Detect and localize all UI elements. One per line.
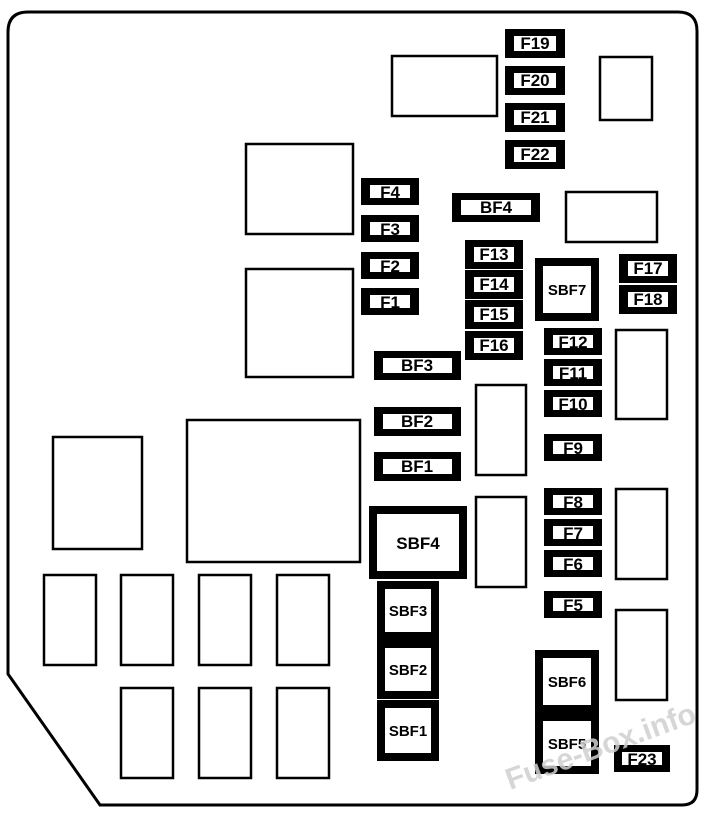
fuse-label: F14 [479, 275, 509, 294]
fuse-SBF1: SBF1 [377, 700, 439, 761]
fuse-SBF4: SBF4 [369, 506, 467, 579]
fuse-label: SBF7 [548, 282, 586, 299]
relay-slot [564, 190, 659, 244]
fuse-label: F6 [563, 555, 583, 574]
fuse-label: BF1 [401, 457, 433, 476]
fuse-label: F15 [479, 305, 508, 324]
fuse-F5: F5 [544, 591, 602, 618]
fuse-BF1: BF1 [374, 452, 461, 481]
fuse-F17: F17 [619, 254, 677, 283]
fuse-label: F18 [633, 290, 662, 309]
fuse-label: F20 [520, 71, 549, 90]
relay-slot [197, 686, 253, 780]
fuse-label: F13 [479, 245, 508, 264]
fuse-F21: F21 [505, 103, 565, 132]
fuse-label: SBF3 [389, 603, 427, 620]
fuse-label: F11 [559, 364, 587, 383]
fuse-label: SBF2 [389, 662, 427, 679]
fuse-label: F8 [563, 493, 583, 512]
fuse-label: F3 [380, 220, 400, 239]
fuse-F2: F2 [361, 252, 419, 279]
fuse-F19: F19 [505, 29, 565, 58]
fuse-label: F21 [520, 108, 549, 127]
relay-slot [474, 495, 528, 589]
fuse-label: F2 [380, 257, 400, 276]
fuse-label: SBF6 [548, 674, 586, 691]
fuse-label: F1 [380, 293, 400, 312]
fuse-label: F10 [558, 395, 587, 414]
fuse-F1: F1 [361, 288, 419, 315]
fuse-F11: F11 [544, 359, 602, 386]
fuse-label: F16 [479, 336, 508, 355]
fuse-label: F23 [627, 750, 656, 769]
fuse-label: SBF4 [396, 534, 440, 553]
relay-slot [244, 142, 355, 236]
fuse-F10: F10 [544, 390, 602, 417]
fuse-F13: F13 [465, 240, 523, 269]
fuse-F16: F16 [465, 331, 523, 360]
fuse-F7: F7 [544, 519, 602, 546]
fuse-BF4: BF4 [452, 193, 540, 222]
fuse-label: F12 [558, 333, 587, 352]
relay-slot [614, 328, 669, 421]
relay-slot [614, 608, 669, 702]
relay-slot [598, 55, 654, 122]
relay-slot [185, 418, 362, 564]
fuse-label: F5 [563, 596, 583, 615]
fuse-label: F22 [520, 145, 549, 164]
fuse-F15: F15 [465, 300, 523, 329]
fuse-label: BF3 [401, 356, 433, 375]
fuse-label: F7 [563, 524, 583, 543]
fuse-SBF6: SBF6 [535, 650, 599, 713]
relay-slot [197, 573, 253, 667]
relay-slot [42, 573, 98, 667]
relay-slot [275, 573, 331, 667]
relay-slots [42, 54, 669, 780]
fuse-BF2: BF2 [374, 407, 461, 436]
fuse-SBF2: SBF2 [377, 640, 439, 699]
fuse-F20: F20 [505, 66, 565, 95]
relay-slot [390, 54, 499, 118]
relay-slot [119, 686, 175, 780]
fuse-F18: F18 [619, 285, 677, 314]
relay-slot [244, 267, 355, 379]
fuse-SBF3: SBF3 [377, 581, 439, 640]
fuse-F23: F23 [614, 745, 670, 772]
relay-slot [474, 383, 528, 477]
fuse-SBF7: SBF7 [535, 258, 599, 321]
fuse-F8: F8 [544, 488, 602, 515]
fuse-label: BF2 [401, 412, 433, 431]
fuse-SBF5: SBF5 [535, 713, 599, 774]
fuse-F14: F14 [465, 270, 523, 299]
fuse-F3: F3 [361, 215, 419, 242]
fuse-F6: F6 [544, 550, 602, 577]
fuse-label: F19 [520, 34, 549, 53]
relay-slot [119, 573, 175, 667]
fuse-F9: F9 [544, 434, 602, 461]
fuse-label: F9 [563, 439, 583, 458]
fuse-F22: F22 [505, 140, 565, 169]
relay-slot [51, 435, 144, 551]
fuse-label: SBF1 [389, 723, 427, 740]
fuse-BF3: BF3 [374, 351, 461, 380]
relay-slot [275, 686, 331, 780]
fuse-label: BF4 [480, 198, 513, 217]
fuse-label: F4 [380, 183, 400, 202]
fuse-F12: F12 [544, 328, 602, 355]
fuse-F4: F4 [361, 178, 419, 205]
fuse-label: F17 [633, 259, 662, 278]
fuse-label: SBF5 [548, 736, 586, 753]
relay-slot [614, 487, 669, 581]
